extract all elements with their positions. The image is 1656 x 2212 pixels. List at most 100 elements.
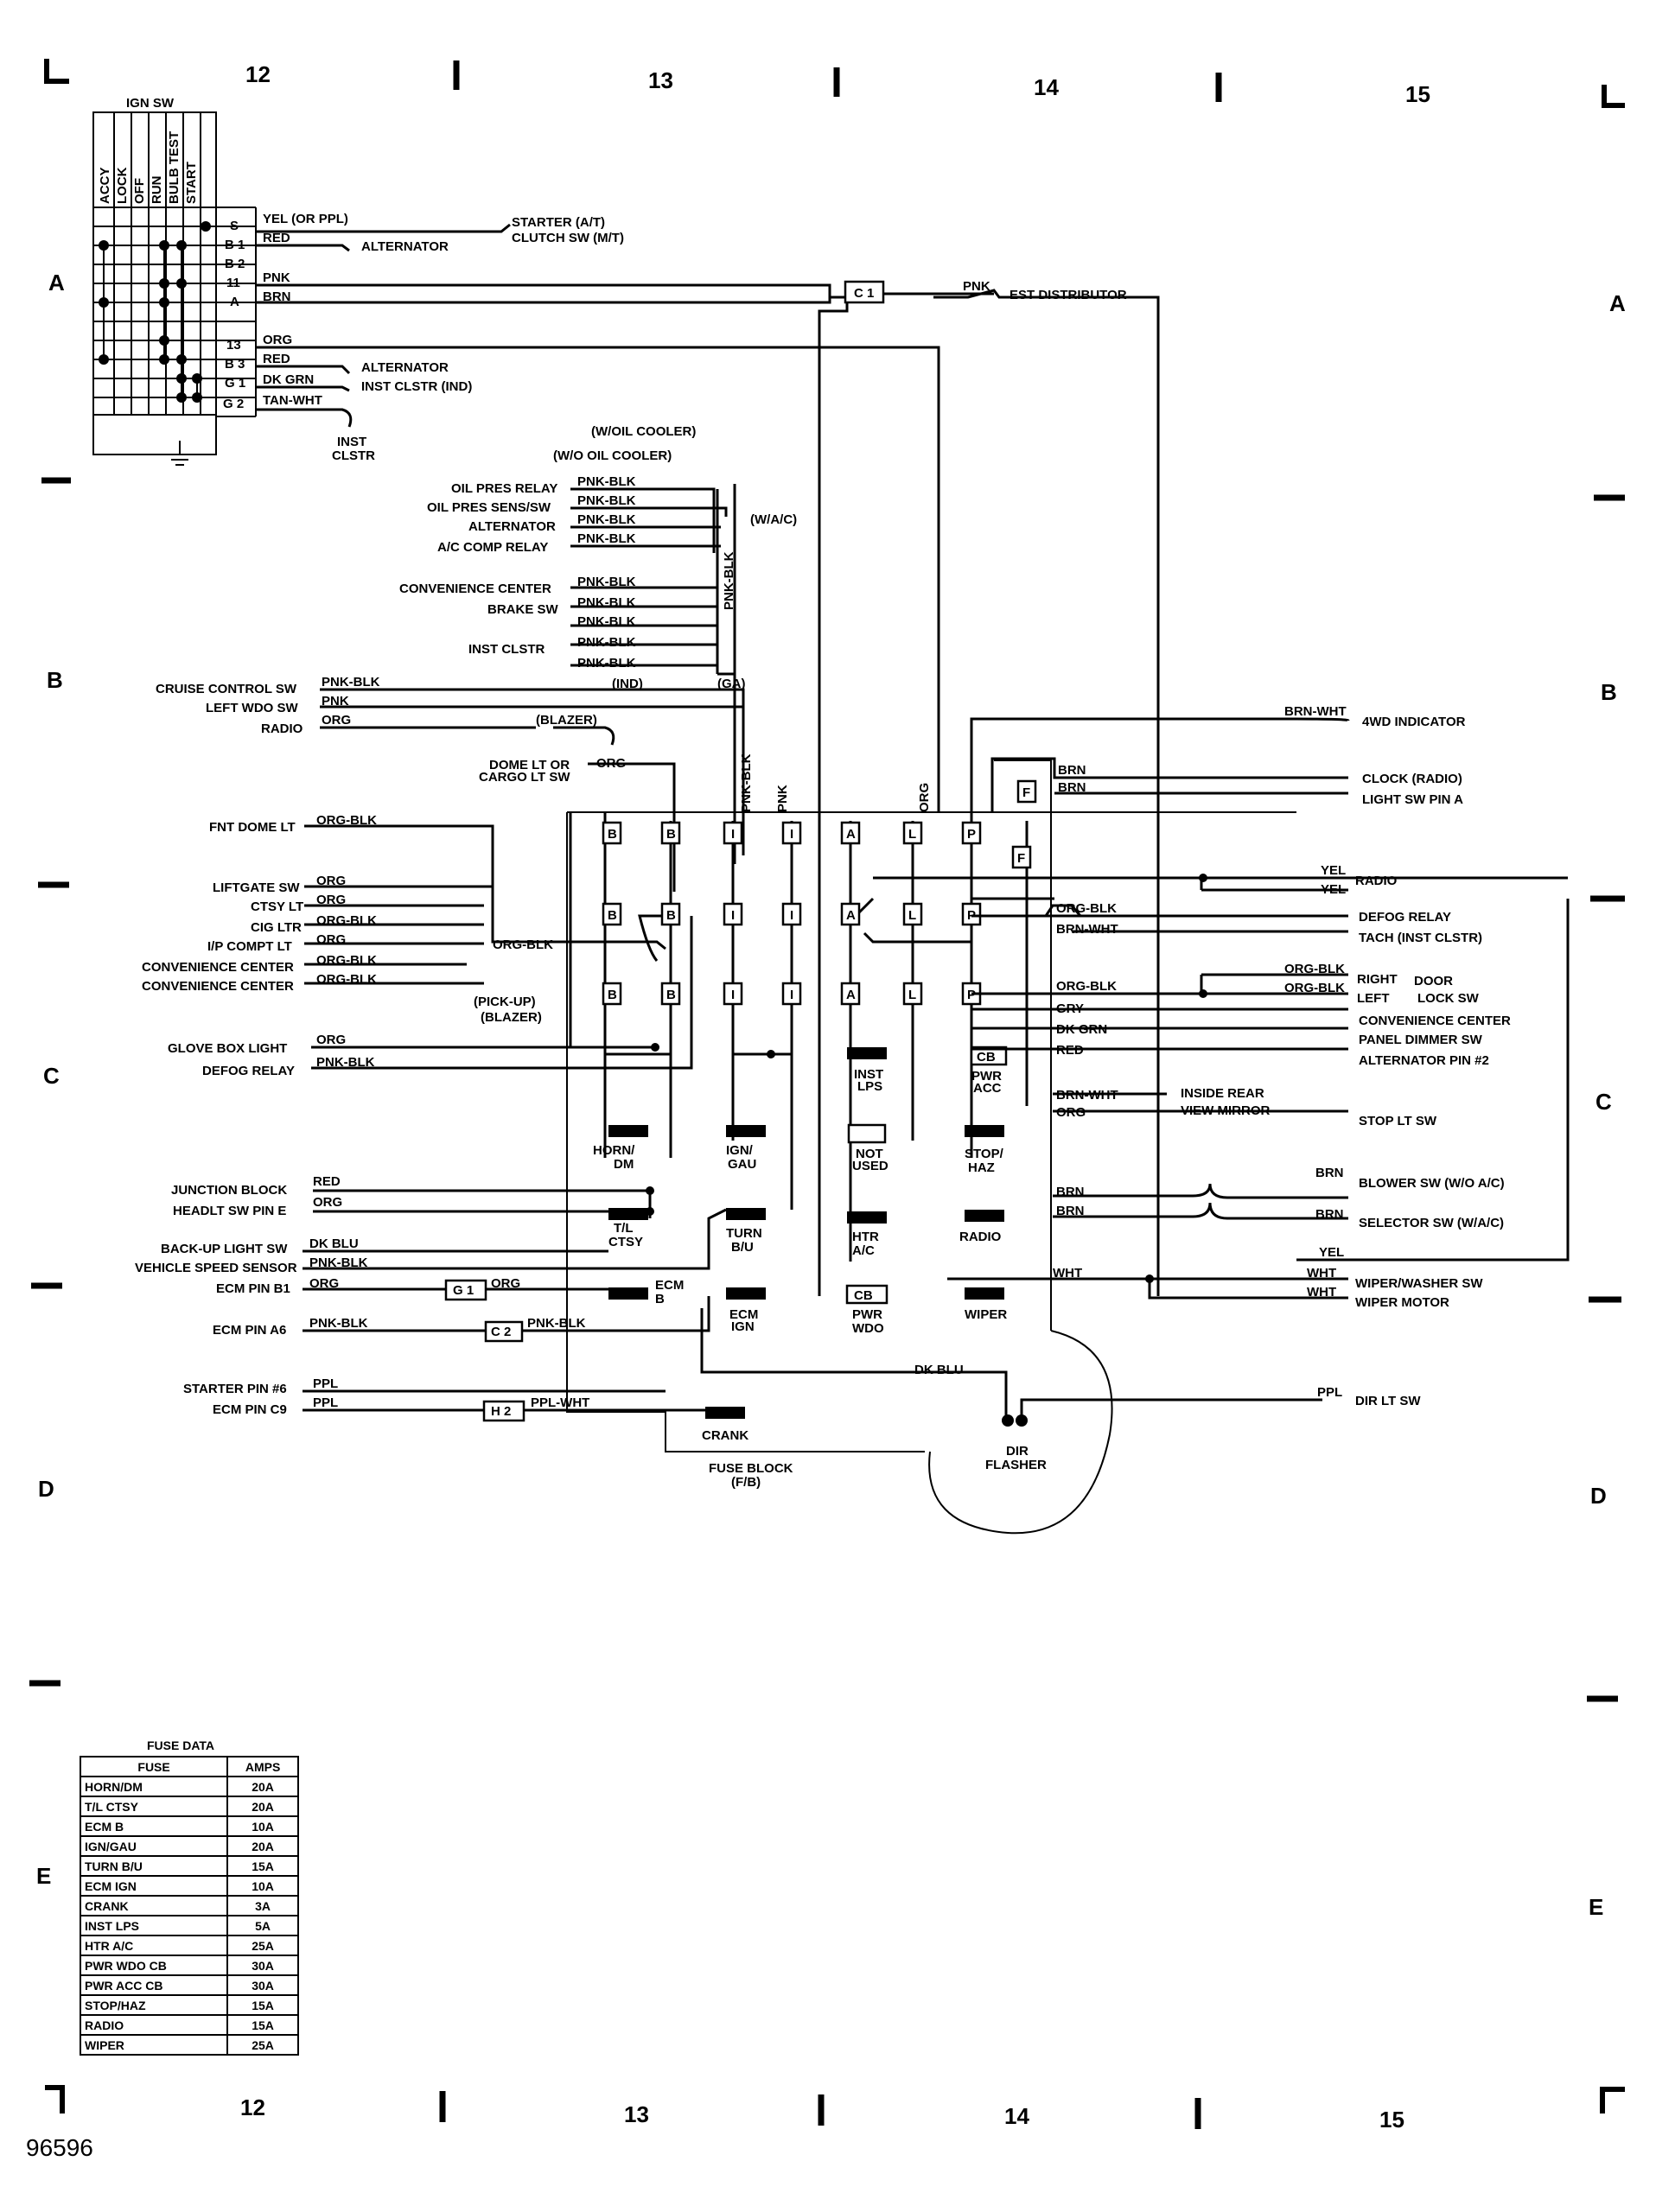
wire-label: PNK-BLK	[577, 656, 636, 671]
wire-label: PNK	[775, 785, 790, 812]
dest-label: INST	[337, 435, 366, 449]
grid-col-label: 12	[245, 61, 271, 87]
wire-label: PNK-BLK	[316, 1055, 375, 1070]
fuse-slot-label: PWR	[971, 1069, 1002, 1084]
fuse-name: ECM IGN	[79, 1875, 229, 1897]
svg-text:A: A	[846, 988, 856, 1002]
svg-text:L: L	[908, 908, 916, 923]
wire-label: DK GRN	[263, 372, 314, 387]
grid-col-label: 14	[1034, 74, 1059, 100]
connector-h2	[482, 1400, 525, 1422]
dest-label: SELECTOR SW (W/A/C)	[1359, 1216, 1504, 1230]
wire-label: BRN-WHT	[1284, 704, 1347, 719]
wire-label: ORG-BLK	[1056, 901, 1117, 916]
fuse-slot-label: HTR	[852, 1230, 879, 1244]
ign-sw-title: IGN SW	[126, 96, 175, 111]
annotation: (W/A/C)	[750, 512, 797, 527]
fuse-slot-label: INST	[854, 1067, 883, 1082]
ign-terminal: B 3	[225, 357, 245, 372]
dest-label: VEHICLE SPEED SENSOR	[135, 1261, 297, 1275]
fuse-slot-label: WDO	[852, 1321, 884, 1336]
wire-label: ORG-BLK	[1284, 962, 1345, 976]
amps-col-header: AMPS	[226, 1756, 299, 1777]
wire-label: YEL	[1321, 882, 1346, 897]
svg-text:F: F	[1017, 851, 1025, 866]
svg-text:I: I	[790, 908, 793, 923]
dir-flasher-label: DIR	[1006, 1444, 1029, 1459]
ign-wires	[256, 223, 1160, 1296]
grid-row-label: E	[1589, 1894, 1603, 1920]
wire-label: PNK	[963, 279, 990, 294]
grid-row-label: E	[36, 1863, 51, 1889]
grid-col-label: 13	[648, 67, 673, 93]
dest-label: ECM PIN C9	[213, 1402, 287, 1417]
not-used-slot	[847, 1123, 887, 1144]
fuse-block: B B I I A L P F F B B I I A L P B B I I …	[566, 753, 1296, 1490]
dest-label: ALTERNATOR	[361, 360, 449, 375]
wire-label: BRN	[1315, 1207, 1344, 1222]
grid-row-label: A	[48, 270, 65, 296]
wire-label: YEL	[1319, 1245, 1344, 1260]
fuse-slot-label: CRANK	[702, 1428, 748, 1443]
dest-label: DIR LT SW	[1355, 1394, 1421, 1408]
bus-tags: B B I I A L P F F B B I I A L P B B I I …	[602, 779, 1037, 1006]
wire-label: PNK-BLK	[309, 1316, 368, 1331]
fuse-amps: 30A	[226, 1955, 299, 1976]
wire-label: ORG-BLK	[316, 813, 377, 828]
dest-label: (W/OIL COOLER)	[591, 424, 696, 439]
dest-label: OIL PRES RELAY	[451, 481, 557, 496]
grid-row-label: B	[1601, 679, 1617, 705]
connector-g1	[444, 1279, 487, 1301]
connector-c2	[484, 1320, 524, 1343]
fuse-amps: 3A	[226, 1895, 299, 1916]
wire-label: PPL-WHT	[531, 1395, 589, 1410]
connector-label: C 1	[854, 286, 874, 301]
wire-label: GRY	[1056, 1001, 1084, 1016]
dest-label: EST DISTRIBUTOR	[1010, 288, 1127, 302]
dest-label: INST CLSTR (IND)	[361, 379, 472, 394]
dir-flasher-label: FLASHER	[985, 1458, 1047, 1472]
fuse-name: PWR ACC CB	[79, 1974, 229, 1996]
dest-label: OIL PRES SENS/SW	[427, 500, 551, 515]
annotation: (GA)	[717, 677, 746, 691]
fuse-slot-label: A/C	[852, 1243, 875, 1258]
fuse-slot-label: B	[655, 1292, 665, 1306]
svg-text:A: A	[846, 908, 856, 923]
ign-terminal: B 2	[225, 257, 245, 271]
wire-label: PNK	[263, 270, 290, 285]
fuse-amps: 30A	[226, 1974, 299, 1996]
svg-text:B: B	[608, 988, 617, 1002]
wire-label: TAN-WHT	[263, 393, 322, 408]
wire-label: PNK-BLK	[309, 1255, 368, 1270]
connector-label: H 2	[491, 1404, 511, 1419]
dest-label: CIG LTR	[251, 920, 302, 935]
wire-label: PNK	[322, 694, 349, 709]
dest-label: INST CLSTR	[468, 642, 545, 657]
grid-row-label: C	[1595, 1089, 1612, 1115]
grid-col-label: 15	[1405, 81, 1430, 107]
fuse-amps: 15A	[226, 2014, 299, 2036]
dest-label: CLSTR	[332, 448, 375, 463]
wire-label: ORG	[1056, 1105, 1086, 1120]
annotation: (BLAZER)	[536, 713, 597, 728]
dest-label: DOOR	[1414, 974, 1453, 988]
svg-text:I: I	[790, 988, 793, 1002]
wire-label: ORG-BLK	[316, 953, 377, 968]
annotation: (BLAZER)	[481, 1010, 542, 1025]
wire-label: WHT	[1307, 1266, 1336, 1281]
wire-label: BRN-WHT	[1056, 1088, 1118, 1103]
dest-label: LIFTGATE SW	[213, 880, 300, 895]
wire-label: ORG	[322, 713, 351, 728]
fuse-slot-label: B/U	[731, 1240, 754, 1255]
wire-label: BRN	[1058, 780, 1086, 795]
wire-label: ORG-BLK	[493, 938, 553, 952]
dest-label: STARTER (A/T)	[512, 215, 605, 230]
ign-terminal: G 2	[223, 397, 244, 411]
breaker-pwr-acc	[970, 1046, 1008, 1066]
wire-label: PNK-BLK	[577, 575, 636, 589]
